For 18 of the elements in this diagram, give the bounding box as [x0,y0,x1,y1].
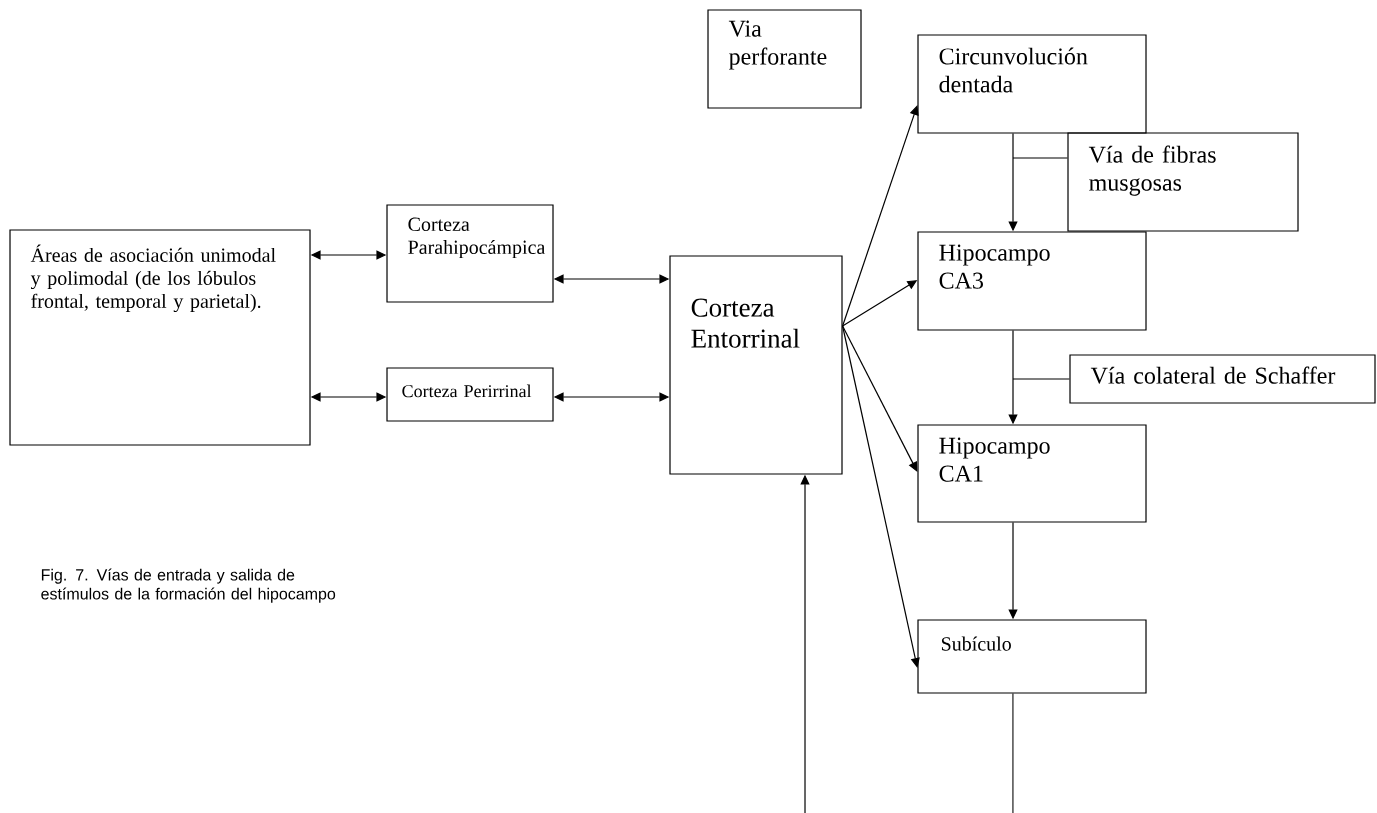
arrow [842,325,920,668]
process-box: Circunvolución dentada [917,34,1147,134]
caption: Fig. 7. Vías de entrada y salida de estímulos de la formación del hipocampo [41,568,336,603]
process-box: Hipocampo CA3 [917,231,1147,331]
leader-line [1012,157,1068,159]
arrow [842,325,918,472]
process-box: Corteza Parahipocámpica [386,204,554,303]
process-box: Corteza Perirrinal [386,367,554,422]
process-box: Hipocampo CA1 [917,424,1147,523]
label-box: Via perforante [707,9,862,109]
label-box: Vía de fibras musgosas [1067,132,1299,232]
process-box: Áreas de asociación unimodal y polimodal (de los lóbulos frontal, temporal y parietal). [9,229,311,446]
process-box: Subículo [917,619,1147,694]
label-box: Vía colateral de Schaffer [1069,354,1376,404]
leader-line [1012,378,1070,380]
arrow [842,105,919,327]
process-box: Corteza Entorrinal [669,255,843,475]
line [1012,693,1014,813]
